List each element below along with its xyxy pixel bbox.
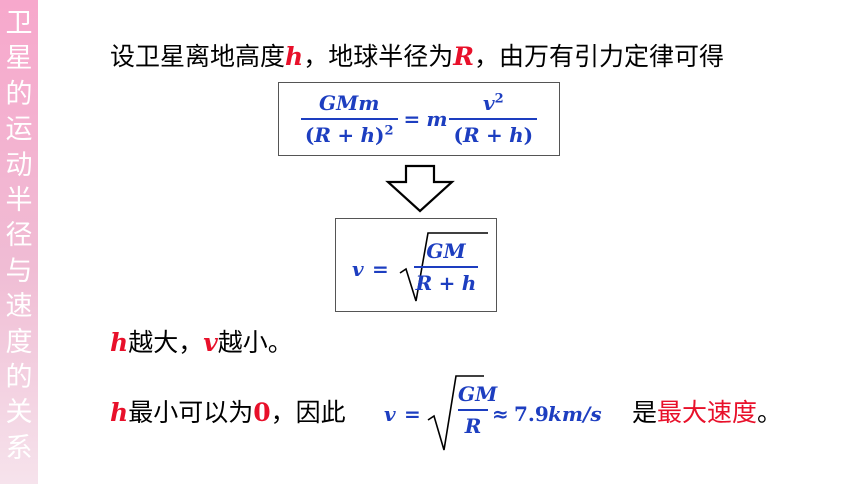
lhs-numerator: GMm	[319, 91, 380, 115]
conclusion-sentence-1: h越大，v越小。	[110, 328, 293, 357]
sqrt-denominator: R + h	[415, 271, 477, 295]
rhs-numerator: v2	[482, 91, 504, 115]
sqrt-radical-icon	[427, 375, 484, 451]
sidebar-banner: 卫星的运动半径与速度的关系	[0, 0, 38, 484]
velocity-equation: v = GM R + h	[336, 219, 496, 311]
lhs-denominator: (R + h)2	[304, 123, 394, 147]
rhs-fraction: v2 (R + h)	[449, 91, 538, 147]
gravitation-equation: GMm (R + h)2 = m v2 (R + h)	[279, 83, 559, 155]
velocity-equation-box: v = GM R + h	[335, 218, 497, 312]
max-speed-emphasis: 最大速度	[657, 398, 758, 427]
mass-m: m	[426, 107, 448, 131]
var-h: h	[285, 42, 304, 71]
rhs-denominator: (R + h)	[453, 123, 534, 147]
velocity-v: v	[352, 257, 364, 281]
sidebar-title: 卫星的运动半径与速度的关系	[5, 8, 33, 464]
var-r: R	[453, 42, 474, 71]
conclusion-sentence-2: h最小可以为0，因此	[110, 398, 346, 427]
equals-sign: =	[403, 107, 421, 131]
intro-sentence: 设卫星离地高度h，地球半径为R，由万有引力定律可得	[110, 42, 724, 72]
down-arrow-icon	[385, 164, 455, 213]
lhs-fraction: GMm (R + h)2	[300, 91, 398, 147]
sqrt-radical-icon	[399, 232, 488, 302]
gravitation-equation-box: GMm (R + h)2 = m v2 (R + h)	[278, 82, 560, 156]
intro-suffix: ，由万有引力定律可得	[474, 42, 725, 71]
sqrt-numerator: GM	[426, 239, 466, 263]
max-velocity-formula: v = GM R ≈ 7.9 km/s	[380, 368, 620, 458]
conclusion-sentence-2-end: 是最大速度。	[632, 398, 783, 427]
intro-prefix: 设卫星离地高度	[110, 42, 286, 71]
intro-sep: ，地球半径为	[303, 42, 454, 71]
equals-sign: =	[372, 257, 389, 281]
